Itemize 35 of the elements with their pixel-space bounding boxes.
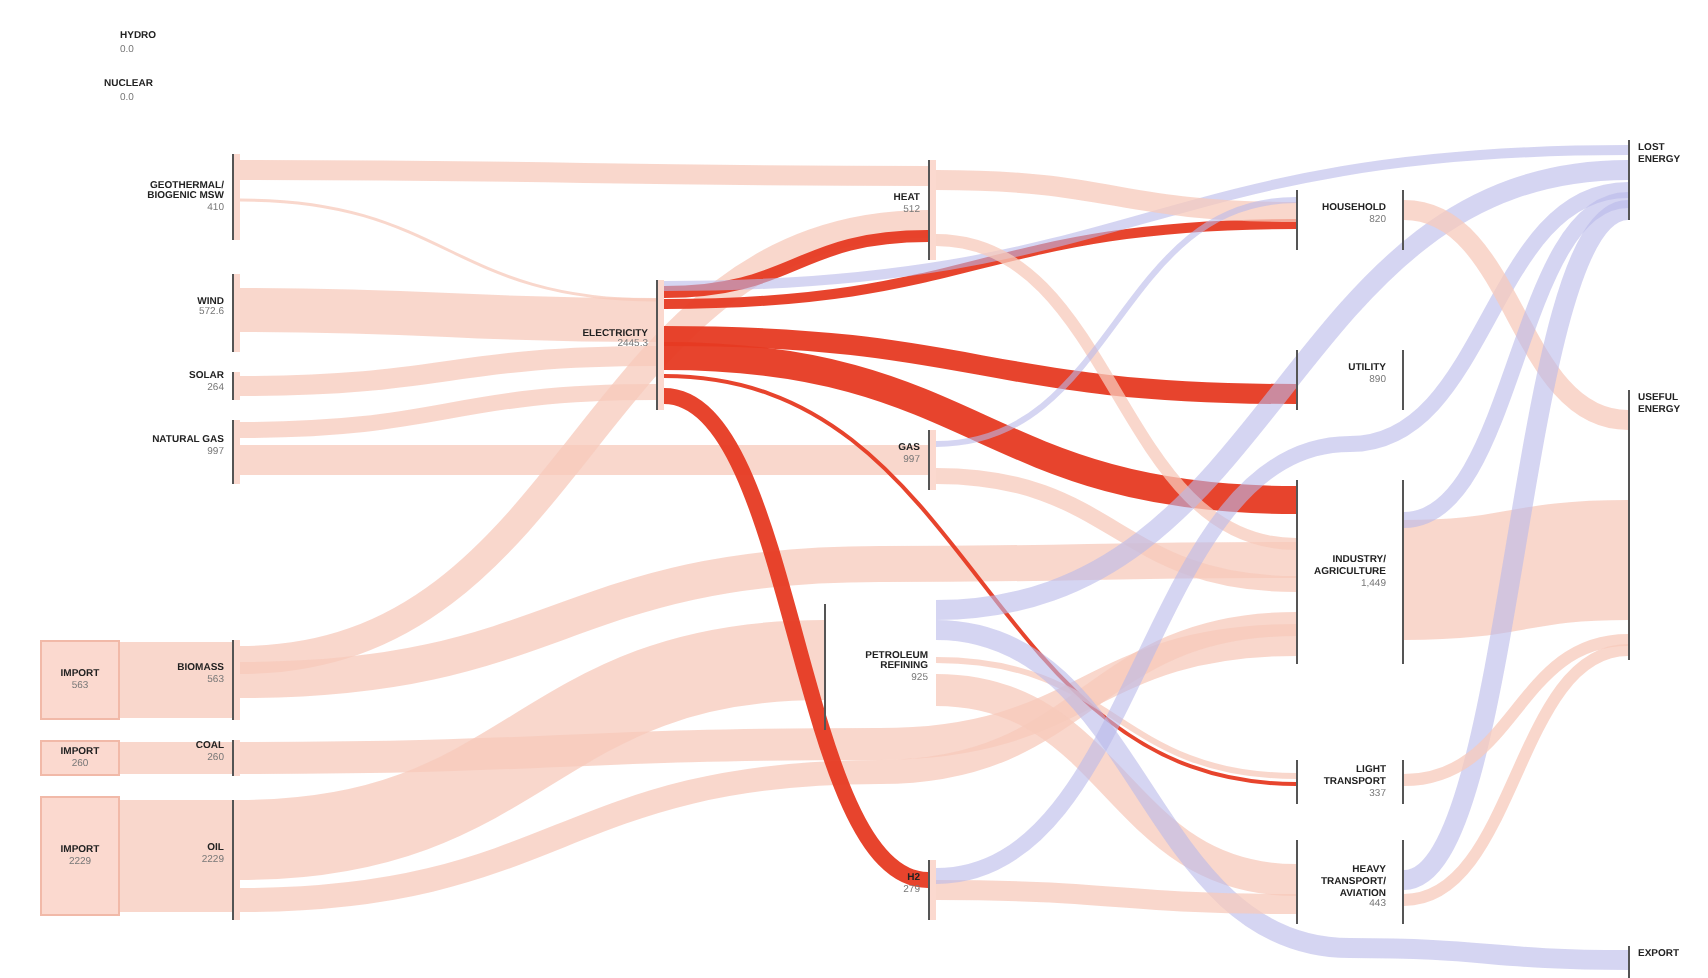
flow-band [239,288,657,342]
flow-band [934,182,1630,884]
import-box [40,740,120,776]
flow-band [934,620,1629,970]
flow-band [935,468,1297,592]
flow-band [120,642,232,718]
import-box [40,796,120,916]
flow-band [663,374,1297,786]
flow-band [663,230,929,298]
flow-band [935,880,1297,914]
flow-band [1403,634,1629,786]
sector-bracket [1296,480,1404,664]
flow-band [239,542,1297,698]
flow-band [240,445,928,475]
sector-bracket [1296,350,1404,410]
sector-bracket [1296,190,1404,250]
flow-band [1402,200,1630,430]
sector-bracket [1296,760,1404,804]
flow-band [661,388,931,888]
flow-band [663,342,1297,514]
flow-band [239,384,657,438]
flow-band [240,160,928,186]
flow-band [120,800,232,912]
flow-band [663,326,1297,404]
flow-band [935,197,1297,447]
flow-band [934,674,1298,896]
flow-band [237,620,827,880]
flow-band [1402,644,1630,906]
flow-band [935,170,1297,222]
flow-band [935,234,1297,550]
import-box [40,640,120,720]
flow-band [935,657,1297,779]
flow-band [120,742,232,774]
flow-band [663,219,1297,309]
sector-bracket [1296,840,1404,924]
